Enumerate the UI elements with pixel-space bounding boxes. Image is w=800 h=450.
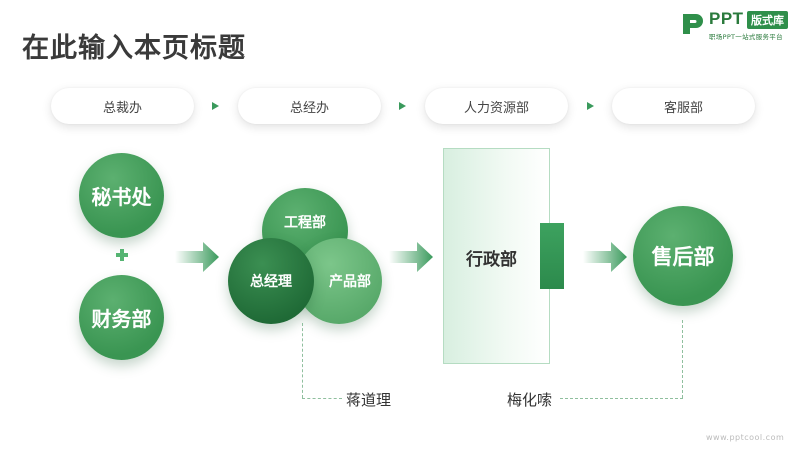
circle-general-manager: 总经理 [228,238,314,324]
gradient-arrow-icon [389,242,433,272]
admin-label: 行政部 [466,250,517,270]
logo-badge: 版式库 [747,11,788,29]
dept-pill-label: 总裁办 [102,100,142,116]
dept-pill-label: 人力资源部 [463,100,529,116]
logo-mark-icon [683,14,703,34]
dashed-connector [682,320,683,398]
circle-label: 总经理 [250,274,292,290]
dashed-connector [560,398,683,399]
gradient-arrow-icon [175,242,219,272]
person-label-left: 蒋道理 [346,391,392,409]
brand-logo: PPT 版式库 职场PPT一站式服务平台 [680,9,795,43]
dept-pill-1: 总裁办 [51,88,194,124]
dept-pill-4: 客服部 [612,88,755,124]
circle-after-sales: 售后部 [633,206,733,306]
person-label-right: 梅化嗦 [507,391,553,409]
page-title: 在此输入本页标题 [22,33,246,64]
dept-pill-2: 总经办 [238,88,381,124]
admin-accent-bar [540,223,564,289]
dept-pill-label: 总经办 [289,100,329,116]
dept-pill-3: 人力资源部 [425,88,568,124]
circle-label: 产品部 [329,274,371,290]
admin-box [443,148,550,364]
circle-label: 财务部 [91,307,152,331]
logo-tagline: 职场PPT一站式服务平台 [709,33,783,41]
circle-secretary: 秘书处 [79,153,164,238]
triangle-arrow-icon [587,102,594,110]
circle-label: 工程部 [284,215,326,231]
circle-label: 秘书处 [91,185,152,209]
footer-url: www.pptcool.com [706,433,785,442]
circle-finance: 财务部 [79,275,164,360]
dashed-connector [302,398,342,399]
plus-icon [116,249,128,261]
logo-text: PPT [709,9,744,28]
gradient-arrow-icon [583,242,627,272]
dept-pill-label: 客服部 [663,100,703,116]
dashed-connector [302,323,303,398]
triangle-arrow-icon [399,102,406,110]
circle-label: 售后部 [651,245,715,269]
triangle-arrow-icon [212,102,219,110]
